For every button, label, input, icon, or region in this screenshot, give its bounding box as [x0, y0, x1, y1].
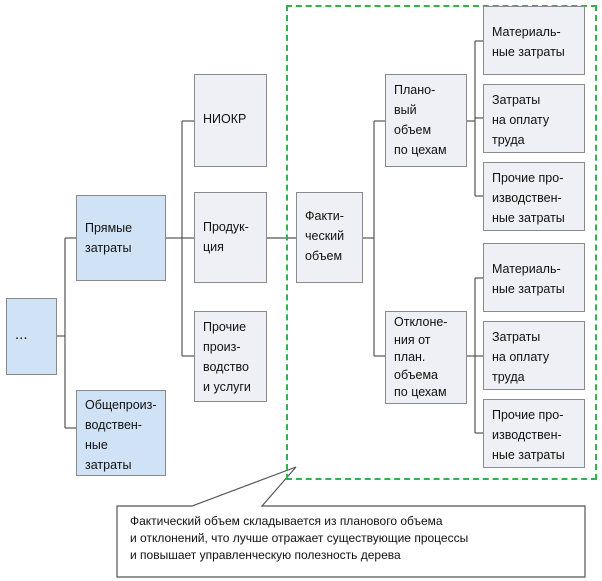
callout-line: Фактический объем складывается из планов… [130, 514, 443, 528]
callout-line: и повышает управленческую полезность дер… [130, 548, 401, 562]
product-node: Продук- ция [194, 192, 267, 283]
callout-text: Фактический объем складывается из планов… [130, 513, 570, 564]
overhead-costs-node: Общепроиз- водствен- ные затраты [76, 390, 166, 476]
highlight-dashed-frame [286, 5, 597, 480]
deviation-other-costs-node: Прочие про- изводствен- ные затраты [483, 399, 585, 468]
rnd-node: НИОКР [194, 74, 267, 167]
actual-volume-node: Факти- ческий объем [296, 192, 363, 283]
deviation-node: Отклоне- ния от план. объема по цехам [385, 311, 467, 404]
direct-costs-node: Прямые затраты [76, 195, 166, 281]
planned-material-costs-node: Материаль- ные затраты [483, 6, 585, 75]
deviation-labor-costs-node: Затраты на оплату труда [483, 321, 585, 390]
callout-box [116, 466, 586, 578]
other-production-node: Прочие произ- водство и услуги [194, 311, 267, 402]
callout-line: и отклонений, что лучше отражает существ… [130, 531, 469, 545]
root-node: ... [6, 298, 57, 375]
planned-other-costs-node: Прочие про- изводствен- ные затраты [483, 162, 585, 231]
deviation-material-costs-node: Материаль- ные затраты [483, 243, 585, 312]
planned-volume-node: Плано- вый объем по цехам [385, 74, 467, 167]
planned-labor-costs-node: Затраты на оплату труда [483, 84, 585, 153]
